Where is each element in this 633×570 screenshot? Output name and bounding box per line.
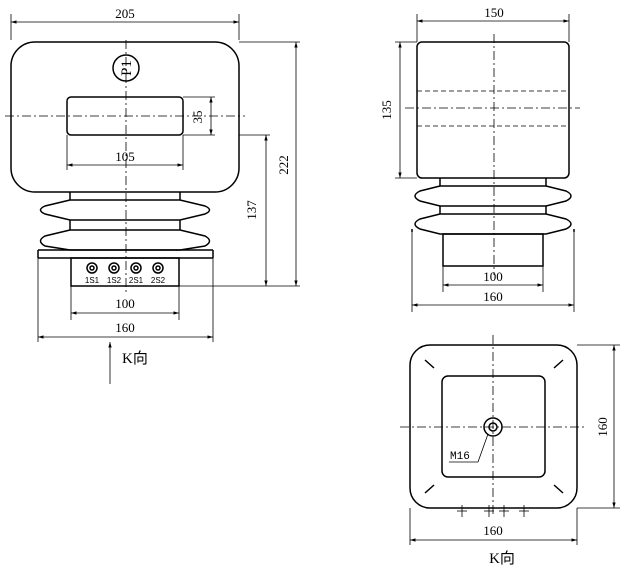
side-shed-upper xyxy=(414,185,572,207)
bottom-view: M16 160 160 K向 xyxy=(400,335,620,567)
side-inner-width-dim: 100 xyxy=(483,269,503,284)
front-window-width-dim: 105 xyxy=(115,149,135,164)
front-housing xyxy=(10,41,240,193)
front-base-width-dim: 160 xyxy=(115,320,135,335)
terminal-label: 2S1 xyxy=(129,276,144,285)
bottom-view-label: K向 xyxy=(489,550,515,567)
side-base-width-dim: 160 xyxy=(483,289,503,304)
bottom-width-dim: 160 xyxy=(483,523,503,538)
front-width-dim: 205 xyxy=(115,6,135,21)
side-height-dim: 135 xyxy=(379,100,394,120)
terminal-screw xyxy=(152,262,164,274)
bottom-ticks xyxy=(457,505,529,517)
front-height-dim: 222 xyxy=(276,155,291,175)
side-shed-lower xyxy=(414,213,572,235)
bottom-inner-block xyxy=(441,375,546,478)
front-view: 205 P1 35 105 xyxy=(5,6,300,384)
bottom-outer-flange xyxy=(409,344,578,509)
terminal-group: 1S1 1S2 2S1 2S2 xyxy=(85,262,166,285)
side-lower-block xyxy=(442,233,544,267)
terminal-screw xyxy=(130,262,142,274)
terminal-screw xyxy=(108,262,120,274)
bolt-label: M16 xyxy=(450,451,470,463)
terminal-block xyxy=(70,257,180,287)
side-housing xyxy=(416,41,570,179)
front-shed-upper xyxy=(39,199,211,221)
p1-label: P1 xyxy=(119,60,135,76)
side-view: 150 135 100 160 xyxy=(379,5,580,312)
terminal-label: 1S1 xyxy=(85,276,100,285)
terminal-label: 2S2 xyxy=(151,276,166,285)
front-terminal-width-dim: 100 xyxy=(115,296,135,311)
bolt-m16 xyxy=(483,417,503,437)
front-shed-lower xyxy=(39,229,211,251)
front-secondary-height-dim: 137 xyxy=(244,200,259,220)
front-window-height-dim: 35 xyxy=(190,111,205,124)
terminal-screw xyxy=(86,262,98,274)
bottom-height-dim: 160 xyxy=(595,417,610,437)
terminal-label: 1S2 xyxy=(107,276,122,285)
front-view-arrow-label: K向 xyxy=(122,350,148,367)
side-width-dim: 150 xyxy=(484,5,504,20)
